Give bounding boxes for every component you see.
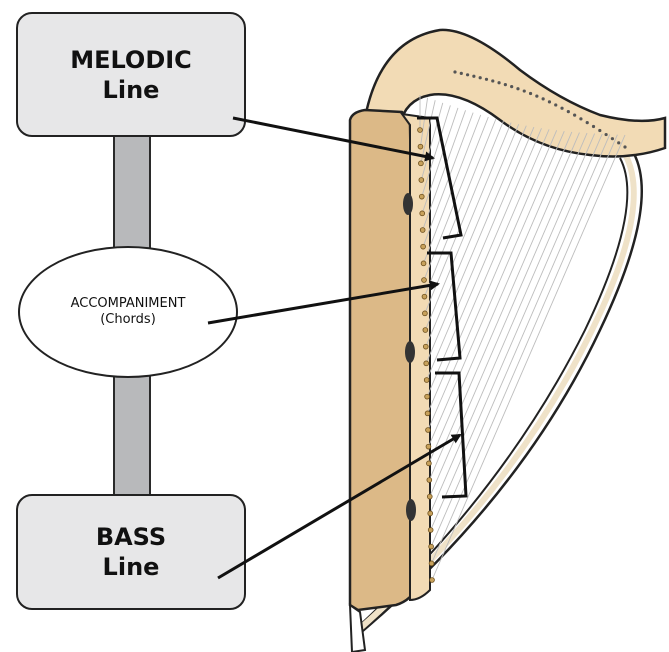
- neck-pin: [535, 95, 538, 98]
- string-peg: [422, 311, 427, 316]
- neck-pin: [504, 83, 507, 86]
- string-peg: [421, 244, 426, 249]
- string-peg: [424, 378, 429, 383]
- string-peg: [425, 394, 430, 399]
- string-peg: [423, 328, 428, 333]
- string-peg: [429, 561, 434, 566]
- neck-pin: [598, 129, 601, 132]
- string-peg: [418, 144, 423, 149]
- neck-pin: [466, 73, 469, 76]
- sound-hole-3: [406, 499, 416, 521]
- string-peg: [427, 494, 432, 499]
- neck-pin: [485, 78, 488, 81]
- string-peg: [418, 128, 423, 133]
- neck-pin: [529, 92, 532, 95]
- string-peg: [430, 578, 435, 583]
- neck-pin: [560, 107, 563, 110]
- neck-pin: [453, 70, 456, 73]
- string-peg: [426, 461, 431, 466]
- neck-pin: [510, 85, 513, 88]
- sound-hole-1: [403, 193, 413, 215]
- string-peg: [425, 411, 430, 416]
- neck-pin: [548, 100, 551, 103]
- string-peg: [420, 211, 425, 216]
- string-peg: [420, 228, 425, 233]
- neck-pin: [460, 72, 463, 75]
- string-peg: [418, 161, 423, 166]
- neck-pin: [573, 114, 576, 117]
- string-peg: [423, 344, 428, 349]
- neck-pin: [542, 97, 545, 100]
- neck-pin: [472, 75, 475, 78]
- neck-pin: [592, 125, 595, 128]
- neck-pin: [617, 141, 620, 144]
- string-peg: [422, 294, 427, 299]
- neck-pin: [497, 81, 500, 84]
- string-peg: [429, 544, 434, 549]
- string-peg: [428, 511, 433, 516]
- neck-pin: [611, 137, 614, 140]
- neck-pin: [479, 76, 482, 79]
- neck-pin: [586, 121, 589, 124]
- neck-pin: [605, 133, 608, 136]
- neck-pin: [554, 103, 557, 106]
- neck-pin: [491, 79, 494, 82]
- string-peg: [424, 361, 429, 366]
- string-peg: [421, 261, 426, 266]
- neck-pin: [523, 89, 526, 92]
- string-peg: [427, 478, 432, 483]
- string-peg: [426, 428, 431, 433]
- neck-pin: [516, 87, 519, 90]
- neck-pin: [579, 117, 582, 120]
- string-peg: [419, 178, 424, 183]
- neck-pin: [623, 145, 626, 148]
- string-peg: [422, 278, 427, 283]
- sound-hole-2: [405, 341, 415, 363]
- neck-pin: [567, 110, 570, 113]
- string-peg: [428, 528, 433, 533]
- string-peg: [426, 444, 431, 449]
- string-peg: [419, 194, 424, 199]
